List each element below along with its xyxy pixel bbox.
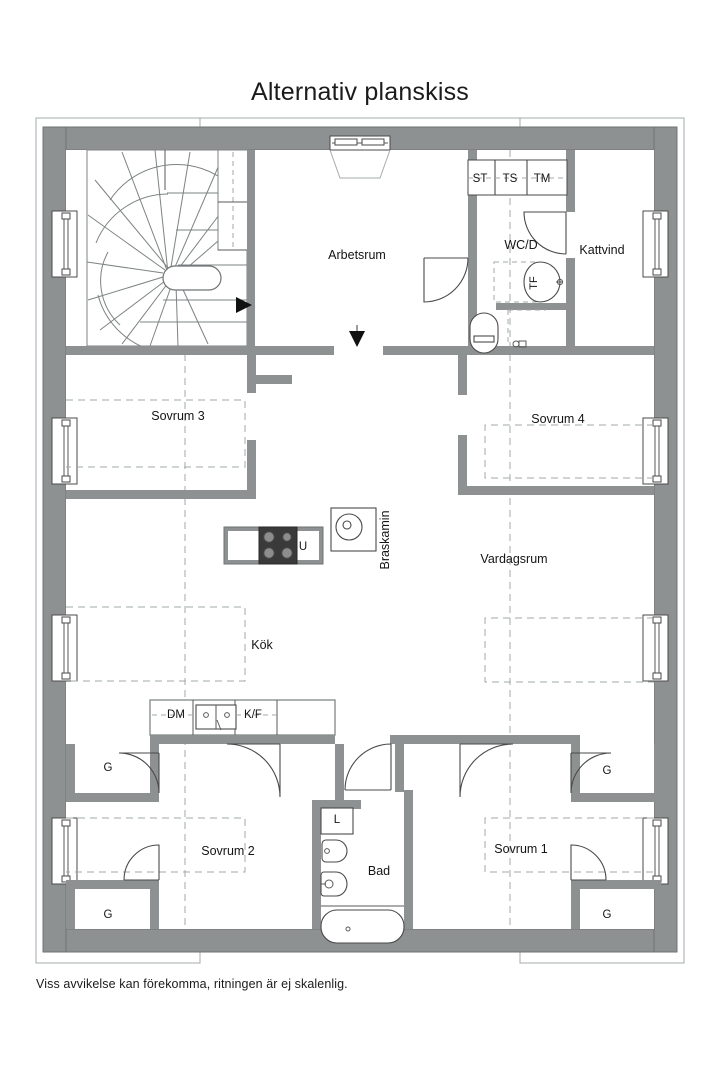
interior-walls [66, 150, 663, 929]
laundry-box [320, 807, 354, 835]
label-closet-left-lower: G [103, 909, 113, 921]
room-label-sovrum-2: Sovrum 2 [201, 844, 255, 858]
windows [51, 135, 669, 885]
room-label-sovrum-1: Sovrum 1 [494, 842, 548, 856]
label-laundry: L [333, 814, 341, 826]
cooktop [258, 526, 298, 565]
label-closet-right-upper: G [602, 765, 612, 777]
window-right-3 [642, 614, 669, 682]
label-ts: TS [502, 173, 518, 185]
bath-toilet [321, 839, 348, 863]
room-label-arbetsrum: Arbetsrum [328, 248, 386, 262]
direction-markers [236, 297, 365, 347]
label-kf: K/F [244, 709, 262, 721]
wc-toilet [469, 312, 499, 354]
bathtub [320, 909, 405, 944]
room-label-kok: Kök [251, 638, 273, 652]
window-left-2 [51, 417, 78, 485]
window-left-1 [51, 210, 78, 278]
window-right-4 [642, 817, 669, 885]
doors [118, 211, 612, 881]
room-label-sovrum-3: Sovrum 3 [151, 409, 205, 423]
room-label-wc-d: WC/D [504, 238, 538, 252]
disclaimer-text: Viss avvikelse kan förekomma, ritningen … [36, 977, 348, 991]
window-left-3 [51, 614, 78, 682]
stair-down-arrow [349, 331, 365, 347]
label-closet-right-lower: G [602, 909, 612, 921]
label-st: ST [472, 173, 488, 185]
room-label-bad: Bad [367, 864, 391, 878]
label-dm: DM [167, 709, 185, 721]
window-right-1 [642, 210, 669, 278]
room-label-sovrum-4: Sovrum 4 [531, 412, 585, 426]
window-right-2 [642, 417, 669, 485]
label-closet-left-upper: G [103, 762, 113, 774]
label-oven: U [298, 541, 308, 553]
room-label-vardagsrum: Vardagsrum [480, 552, 548, 566]
page-title: Alternativ planskiss [251, 78, 469, 106]
staircase [86, 149, 249, 353]
bathroom-fixtures [320, 807, 405, 944]
label-tf-washer-dryer: TF [528, 276, 540, 290]
window-left-4 [51, 817, 78, 885]
wcd-fixtures [469, 261, 566, 354]
kitchen-fixtures [149, 507, 377, 736]
label-braskamin: Braskamin [378, 510, 392, 570]
bath-sink [320, 871, 348, 897]
label-tm: TM [533, 173, 551, 185]
wc-sink [523, 261, 561, 303]
stair-direction-arrow [236, 297, 252, 313]
room-label-kattvind: Kattvind [579, 243, 625, 257]
